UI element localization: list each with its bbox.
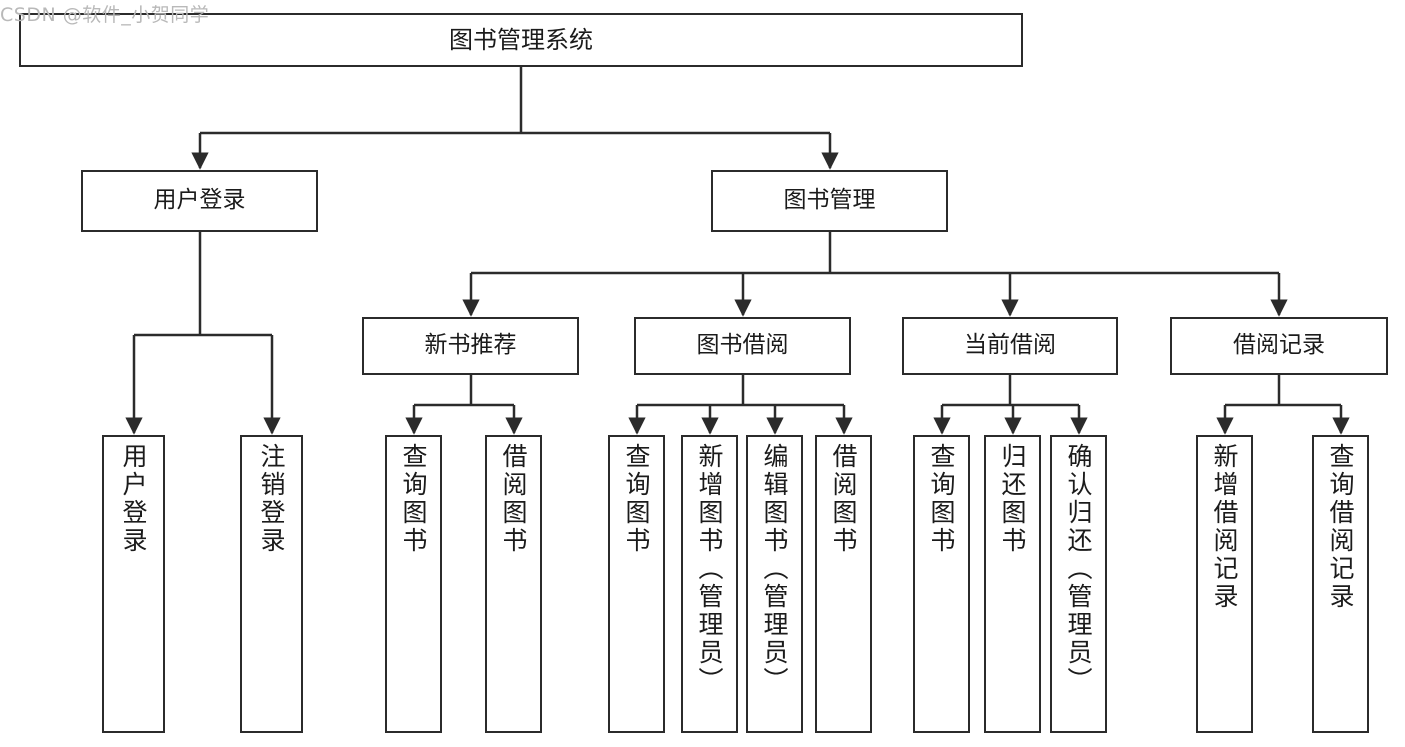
node-label: 当前借阅	[964, 332, 1056, 359]
node-borrow-record[interactable]: 借阅记录	[1170, 317, 1388, 375]
node-leaf-query-book-1[interactable]: 查询图书	[385, 435, 442, 733]
node-leaf-user-login[interactable]: 用户登录	[102, 435, 165, 733]
node-label: 图书借阅	[696, 332, 789, 359]
node-book-manage[interactable]: 图书管理	[711, 170, 948, 232]
node-leaf-user-logout[interactable]: 注销登录	[240, 435, 303, 733]
node-label: 新书推荐	[424, 332, 517, 359]
node-label: 用户登录	[153, 187, 246, 214]
edge-group	[125, 67, 1350, 435]
node-label: 图书管理	[783, 187, 876, 214]
node-book-borrow[interactable]: 图书借阅	[634, 317, 851, 375]
node-label: 新增借阅记录	[1210, 443, 1239, 611]
node-label: 确认归还（管理员）	[1064, 443, 1093, 695]
node-leaf-add-book[interactable]: 新增图书（管理员）	[681, 435, 738, 733]
node-leaf-query-book-3[interactable]: 查询图书	[913, 435, 970, 733]
node-leaf-confirm-return[interactable]: 确认归还（管理员）	[1050, 435, 1107, 733]
node-leaf-edit-book[interactable]: 编辑图书（管理员）	[746, 435, 803, 733]
node-label: 查询图书	[622, 443, 651, 555]
node-label: 编辑图书（管理员）	[760, 443, 789, 695]
node-current-borrow[interactable]: 当前借阅	[902, 317, 1118, 375]
node-label: 借阅记录	[1233, 332, 1325, 359]
node-leaf-query-record[interactable]: 查询借阅记录	[1312, 435, 1369, 733]
node-label: 新增图书（管理员）	[695, 443, 724, 695]
node-user-login[interactable]: 用户登录	[81, 170, 318, 232]
node-label: 查询图书	[927, 443, 956, 555]
node-leaf-add-record[interactable]: 新增借阅记录	[1196, 435, 1253, 733]
node-label: 图书管理系统	[449, 25, 593, 54]
node-leaf-borrow-book-1[interactable]: 借阅图书	[485, 435, 542, 733]
node-label: 用户登录	[119, 443, 148, 555]
node-label: 借阅图书	[829, 443, 858, 555]
node-root[interactable]: 图书管理系统	[19, 13, 1023, 67]
node-label: 归还图书	[998, 443, 1027, 555]
node-leaf-borrow-book-2[interactable]: 借阅图书	[815, 435, 872, 733]
node-leaf-query-book-2[interactable]: 查询图书	[608, 435, 665, 733]
node-label: 借阅图书	[499, 443, 528, 555]
node-label: 查询图书	[399, 443, 428, 555]
node-leaf-return-book[interactable]: 归还图书	[984, 435, 1041, 733]
node-new-book-rec[interactable]: 新书推荐	[362, 317, 579, 375]
node-label: 查询借阅记录	[1326, 443, 1355, 611]
watermark-text: CSDN @软件_小贺同学	[0, 4, 210, 26]
node-label: 注销登录	[257, 443, 286, 555]
